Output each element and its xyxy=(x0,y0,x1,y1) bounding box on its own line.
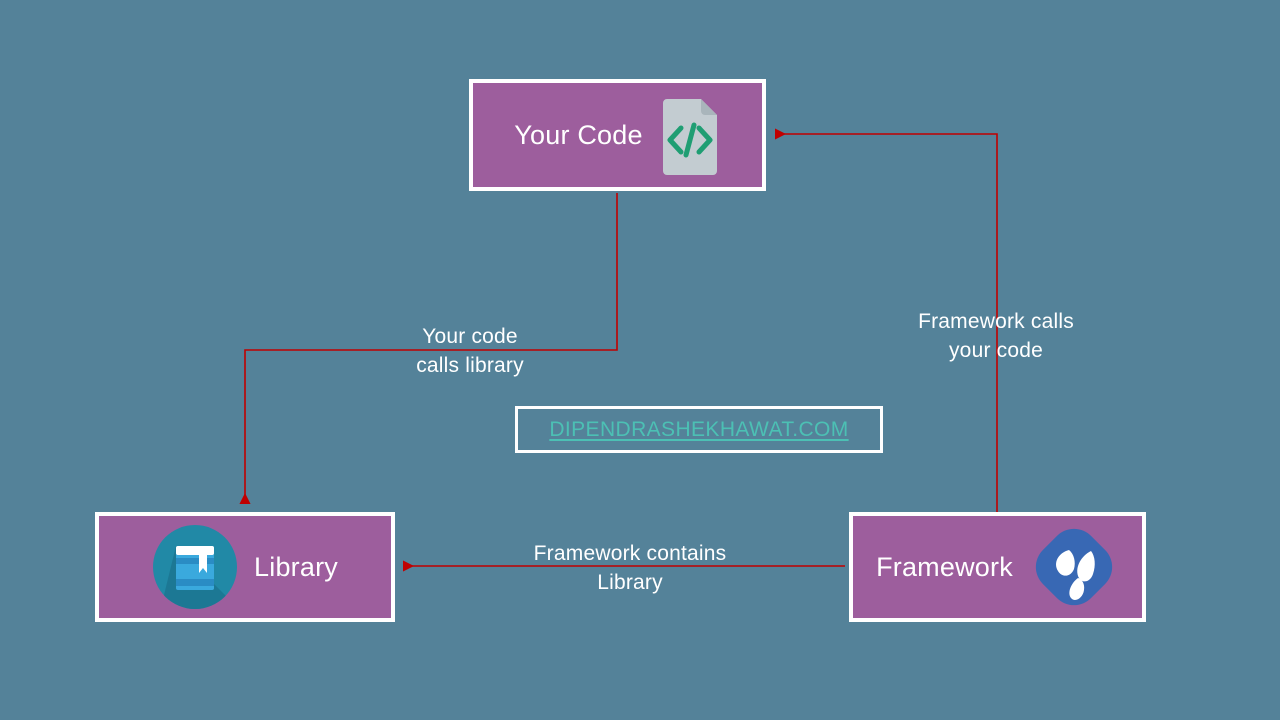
node-your-code[interactable]: Your Code xyxy=(469,79,766,191)
book-circle-icon xyxy=(153,525,238,609)
node-framework-label: Framework xyxy=(876,551,1013,582)
node-framework[interactable]: Framework xyxy=(849,512,1146,622)
node-your-code-content: Your Code xyxy=(473,83,762,187)
edge-label-framework-contains-library: Framework contains Library xyxy=(533,542,727,594)
node-library-content: Library xyxy=(99,516,391,618)
watermark-box: DIPENDRASHEKHAWAT.COM xyxy=(515,406,883,453)
watermark-link[interactable]: DIPENDRASHEKHAWAT.COM xyxy=(549,417,849,441)
code-file-icon xyxy=(662,99,717,175)
spring-sprout-icon xyxy=(1035,528,1113,606)
node-framework-content: Framework xyxy=(853,516,1142,618)
node-library[interactable]: Library xyxy=(95,512,395,622)
edge-label-framework-calls-your-code: Framework calls your code xyxy=(918,310,1074,362)
node-library-label: Library xyxy=(254,551,338,582)
edge-label-your-code-calls-library: Your code calls library xyxy=(416,325,524,377)
node-your-code-label: Your Code xyxy=(514,119,643,150)
